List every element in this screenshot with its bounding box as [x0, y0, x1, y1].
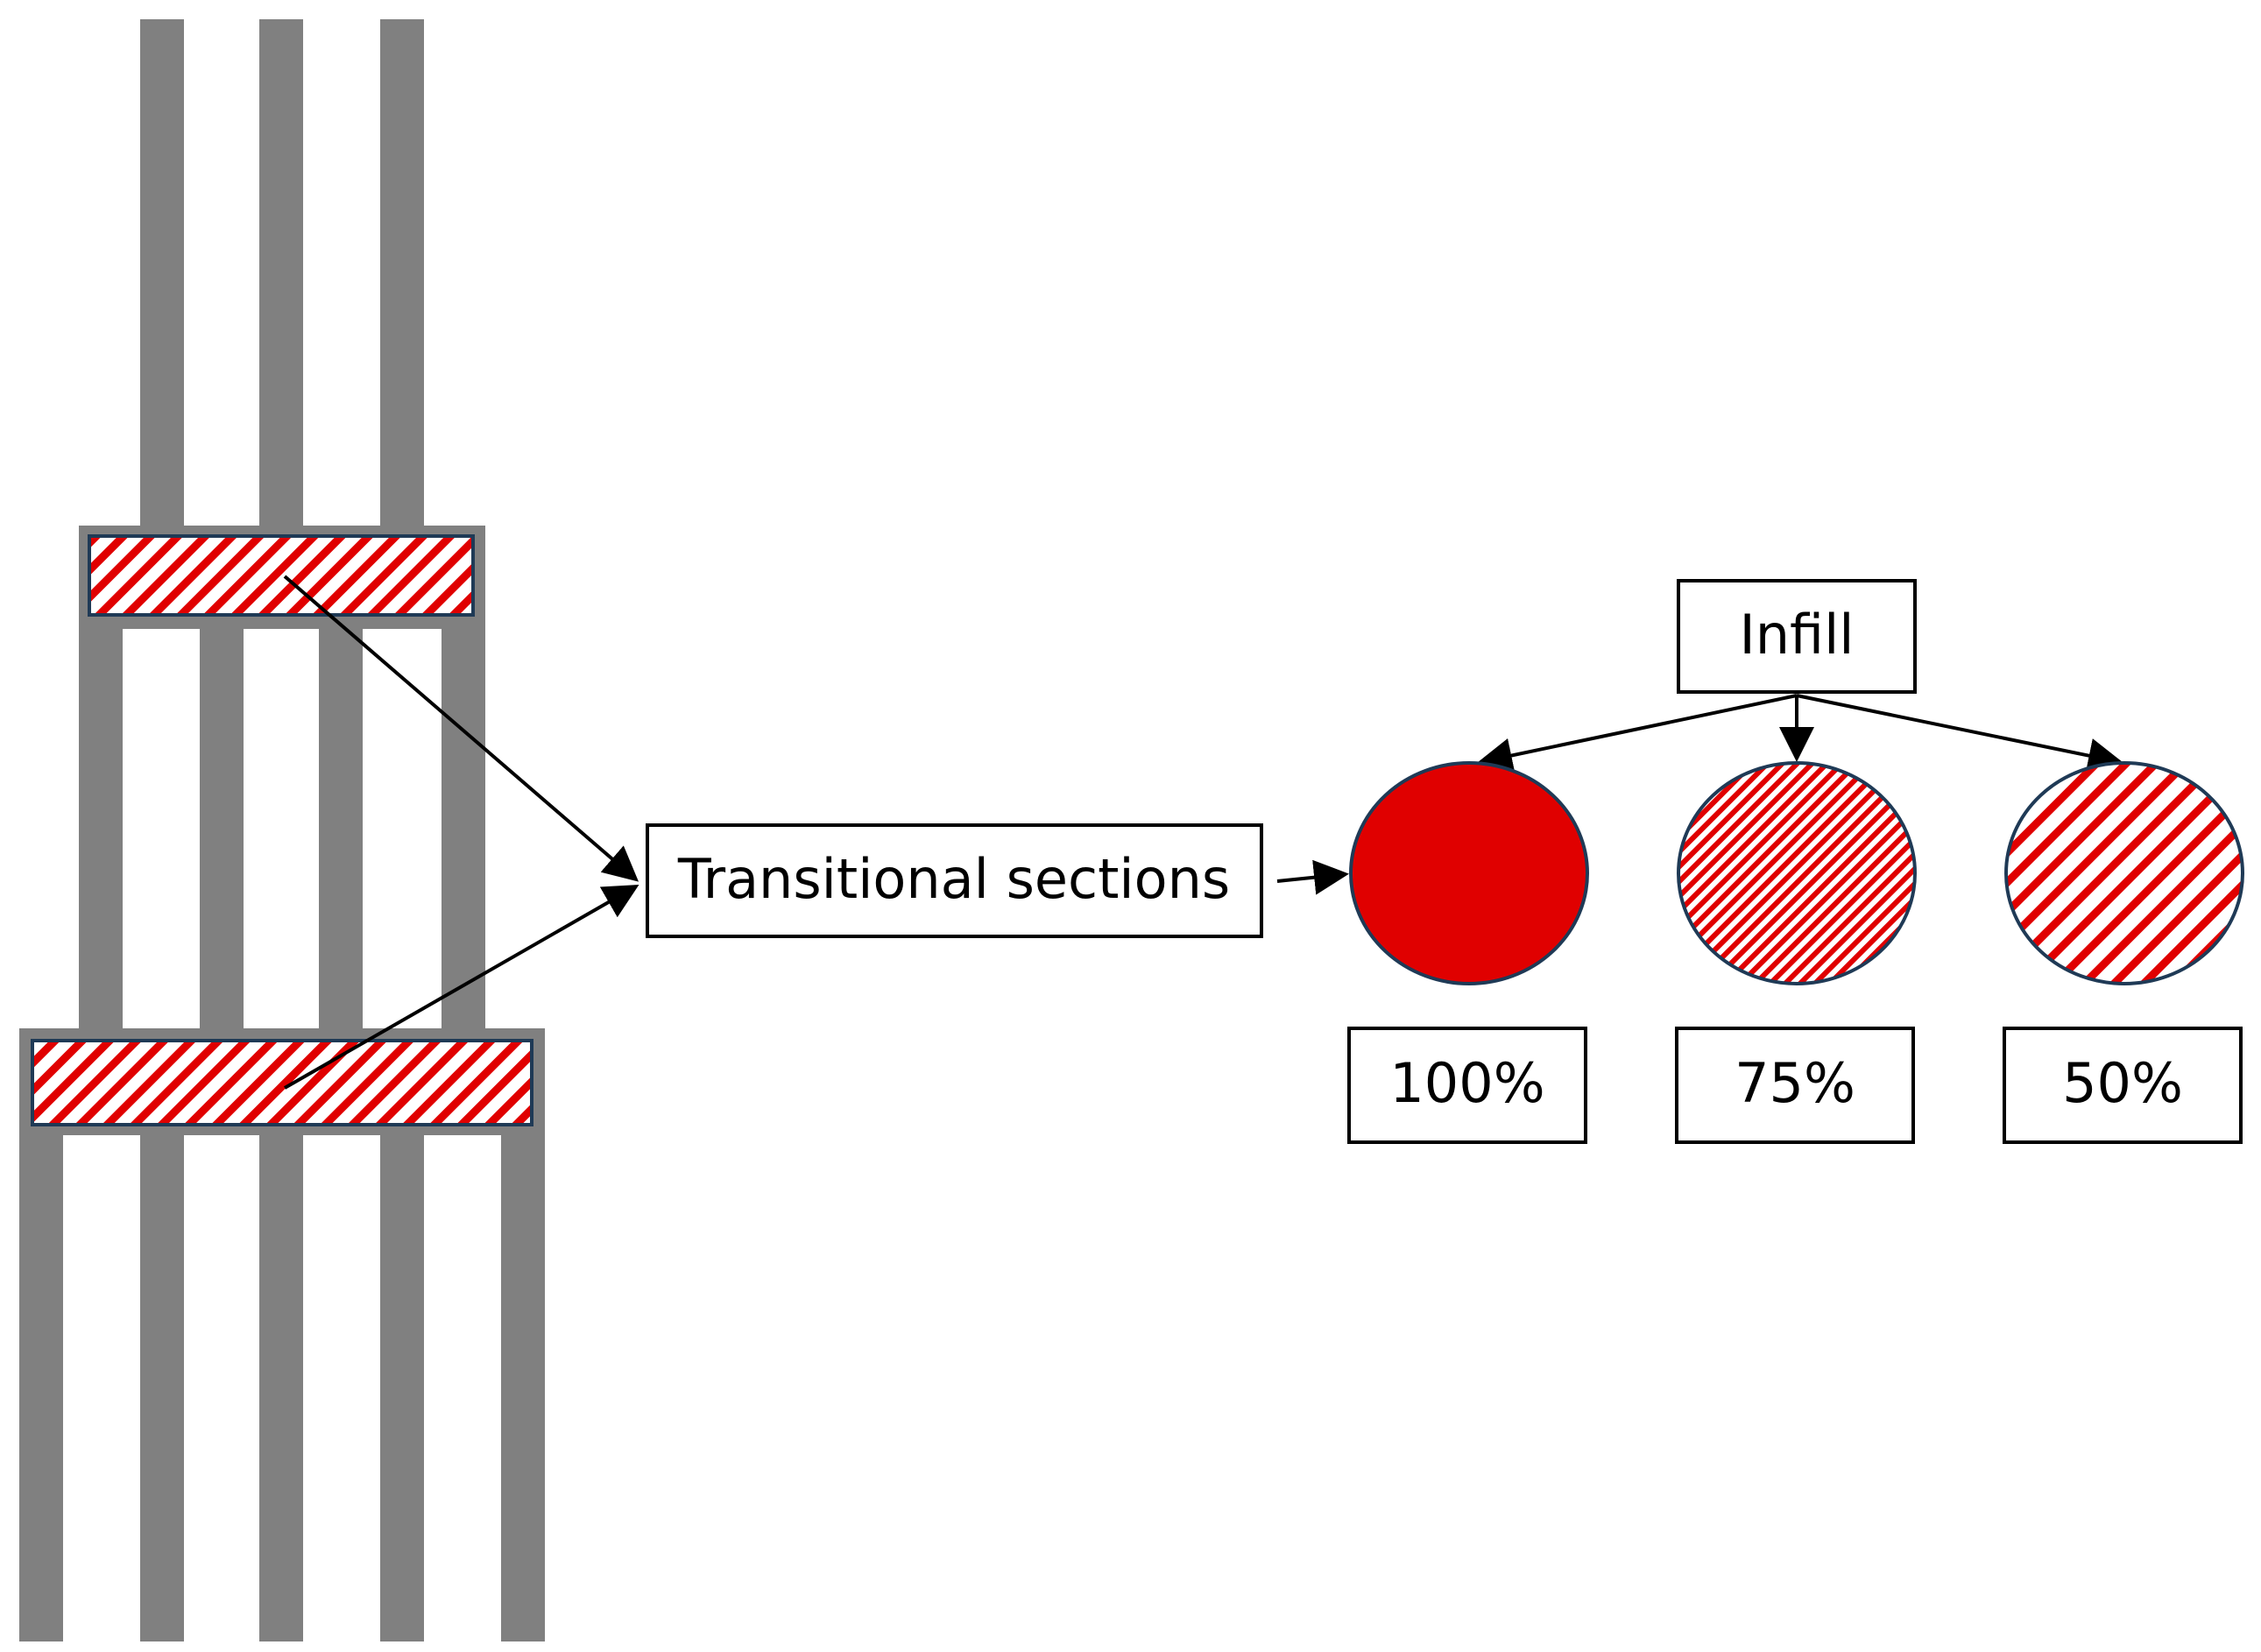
strut	[140, 19, 184, 526]
percent-box-75	[1675, 1027, 1915, 1144]
percent-label-50: 50%	[2062, 1051, 2183, 1115]
transitional-sections-box	[646, 823, 1263, 938]
percent-box-100	[1347, 1027, 1587, 1144]
lattice-structure	[19, 19, 545, 1641]
strut	[200, 629, 244, 1028]
transitional-section-bottom	[31, 1039, 533, 1126]
strut	[319, 629, 363, 1028]
arrow-bottom-to-label	[284, 885, 639, 1090]
strut	[259, 1135, 303, 1641]
percent-label-75: 75%	[1735, 1051, 1855, 1115]
infill-circle-50	[2004, 761, 2244, 985]
strut	[380, 1135, 424, 1641]
percent-label-100: 100%	[1389, 1051, 1544, 1115]
infill-label: Infill	[1739, 603, 1854, 667]
strut	[140, 1135, 184, 1641]
arrow-infill-to-50	[1796, 694, 2123, 773]
strut	[79, 629, 123, 1028]
strut	[501, 1135, 545, 1641]
infill-circle-100	[1349, 761, 1589, 985]
transitional-section-top	[88, 534, 475, 617]
strut	[380, 19, 424, 526]
infill-circle-75	[1677, 761, 1917, 985]
arrow-top-to-label	[283, 575, 639, 882]
arrow-infill-to-100	[1477, 694, 1798, 773]
strut	[442, 629, 485, 1028]
transitional-sections-label: Transitional sections	[677, 847, 1230, 911]
infill-box	[1677, 579, 1917, 694]
strut	[259, 19, 303, 526]
percent-box-50	[2003, 1027, 2243, 1144]
arrow-label-to-circle	[1276, 859, 1349, 895]
strut	[19, 1135, 63, 1641]
